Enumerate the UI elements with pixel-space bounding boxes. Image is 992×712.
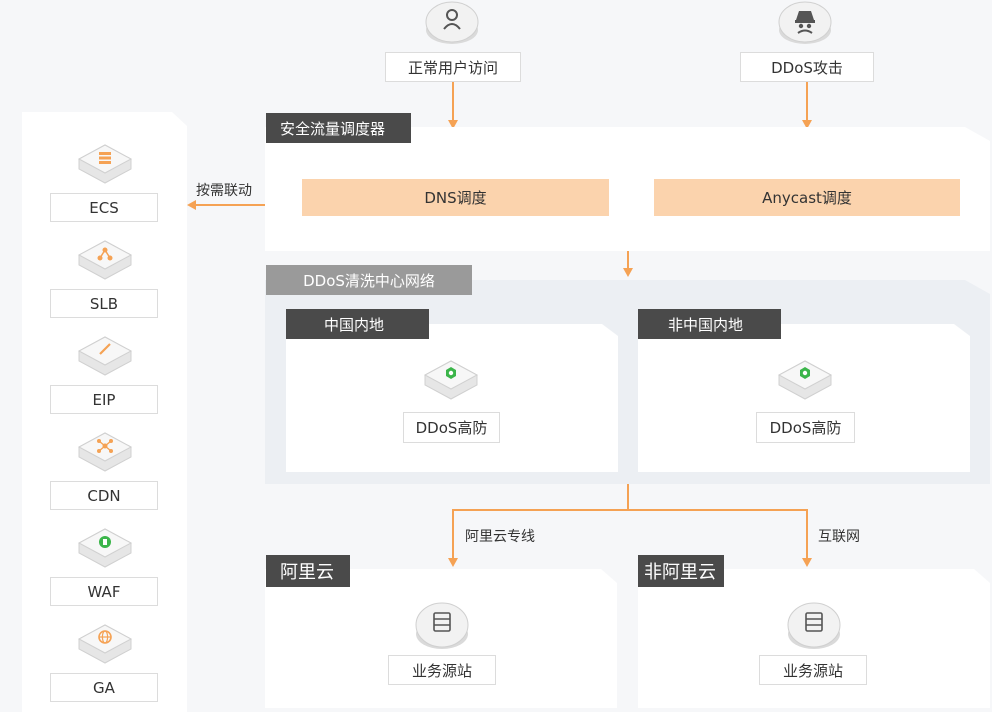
arrow-down-icon [448, 558, 458, 567]
connector-to-aliyun [452, 509, 454, 559]
ddos-attack-node: DDoS攻击 [740, 0, 874, 82]
region-node-mainland: DDoS高防 [403, 412, 500, 443]
product-ecs: ECS [50, 142, 158, 222]
shield-hex-icon [777, 360, 833, 400]
connector-scrubbing-down [627, 484, 629, 510]
scheduler-item-anycast: Anycast调度 [654, 179, 960, 216]
product-waf: WAF [50, 526, 158, 606]
network-node-icon [77, 432, 133, 472]
product-slb-label: SLB [50, 289, 158, 318]
scheduler-title: 安全流量调度器 [266, 113, 411, 143]
arrow-down-icon [802, 120, 812, 129]
origin-node-non-aliyun: 业务源站 [759, 655, 867, 685]
server-stack-icon [77, 144, 133, 184]
edge-label-internet: 互联网 [818, 529, 860, 545]
connector-split [452, 509, 808, 511]
connector-scheduler-to-scrubbing [627, 251, 629, 269]
server-icon [787, 602, 841, 649]
edge-label-dedicated-line: 阿里云专线 [465, 529, 535, 545]
scheduler-item-dns: DNS调度 [302, 179, 609, 216]
linkage-label: 按需联动 [196, 183, 252, 199]
connector-linkage [195, 204, 265, 206]
product-eip: EIP [50, 334, 158, 414]
product-cdn: CDN [50, 430, 158, 510]
connector-attack-to-scheduler [806, 82, 808, 120]
arrow-down-icon [448, 120, 458, 129]
region-node-overseas: DDoS高防 [756, 412, 855, 443]
arrow-down-icon [802, 558, 812, 567]
connector-user-to-scheduler [452, 82, 454, 120]
origin-title-non-aliyun: 非阿里云 [638, 555, 724, 587]
ddos-attack-label: DDoS攻击 [740, 52, 874, 82]
product-ga-label: GA [50, 673, 158, 702]
region-title-overseas: 非中国内地 [638, 309, 781, 339]
origin-title-aliyun: 阿里云 [266, 555, 350, 587]
product-slb: SLB [50, 238, 158, 318]
load-balancer-icon [77, 240, 133, 280]
firewall-icon [77, 528, 133, 568]
product-ecs-label: ECS [50, 193, 158, 222]
link-icon [77, 336, 133, 376]
hacker-icon [778, 1, 832, 44]
normal-user-node: 正常用户访问 [385, 0, 525, 82]
arrow-down-icon [623, 268, 633, 277]
product-cdn-label: CDN [50, 481, 158, 510]
product-ga: GA [50, 622, 158, 702]
arrow-left-icon [187, 200, 196, 210]
user-icon [425, 1, 479, 44]
product-eip-label: EIP [50, 385, 158, 414]
scrubbing-title: DDoS清洗中心网络 [266, 265, 472, 295]
origin-node-aliyun: 业务源站 [388, 655, 496, 685]
connector-to-non-aliyun [806, 509, 808, 559]
shield-hex-icon [423, 360, 479, 400]
product-waf-label: WAF [50, 577, 158, 606]
scheduler-card [265, 127, 990, 251]
region-title-mainland: 中国内地 [286, 309, 429, 339]
server-icon [415, 602, 469, 649]
normal-user-label: 正常用户访问 [385, 52, 521, 82]
globe-icon [77, 624, 133, 664]
